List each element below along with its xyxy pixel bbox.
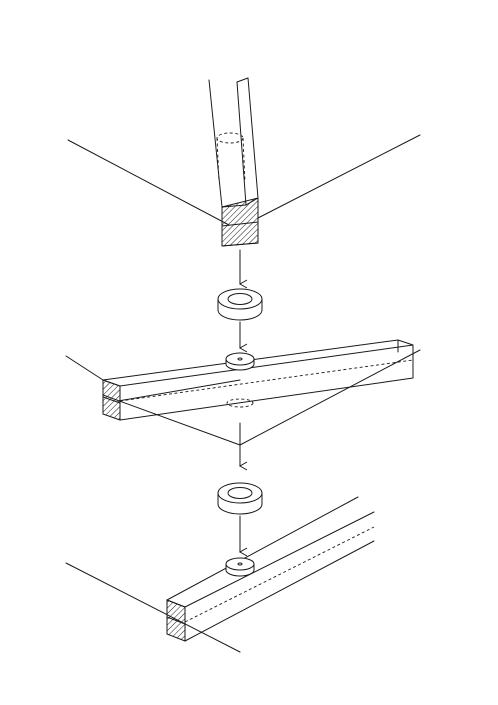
plane-line-right-2 [239, 349, 421, 446]
plane-line-right [257, 134, 421, 219]
step-3-long-beam [65, 496, 375, 653]
ring-washer-2 [217, 482, 263, 557]
step-1-vertical-post [67, 77, 421, 289]
ring-washer-seated-2 [225, 557, 255, 577]
hidden-hole-beam [226, 398, 254, 408]
post-cross-section-hatch [221, 197, 259, 247]
hidden-hole-top [216, 132, 244, 144]
plane-line-left-2 [65, 355, 104, 381]
long-beam [166, 496, 375, 642]
vertical-post [208, 77, 259, 247]
plane-line-left-3 [65, 562, 241, 653]
ring-washer-1 [217, 288, 263, 353]
plane-line-left [67, 139, 230, 226]
step-2-horizontal-beam [65, 339, 421, 471]
ring-washer-seated-1 [225, 352, 255, 371]
horizontal-beam [102, 339, 414, 421]
